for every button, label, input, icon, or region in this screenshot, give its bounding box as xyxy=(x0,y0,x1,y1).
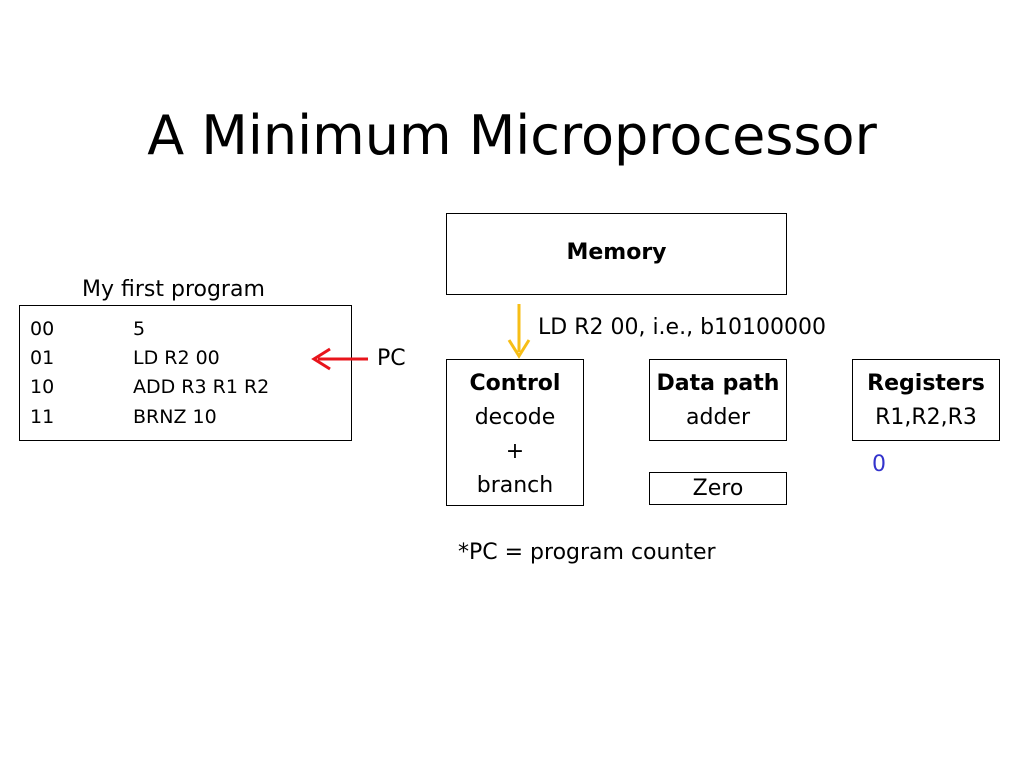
program-instruction: LD R2 00 xyxy=(133,347,220,369)
control-line: + xyxy=(505,439,525,464)
zero-value: 0 xyxy=(872,452,886,477)
program-instruction: ADD R3 R1 R2 xyxy=(133,376,270,398)
program-instruction: 5 xyxy=(133,318,146,340)
program-address: 10 xyxy=(30,376,55,398)
program-address: 01 xyxy=(30,347,55,369)
footnote: *PC = program counter xyxy=(458,540,716,565)
memory-output-label: LD R2 00, i.e., b10100000 xyxy=(538,315,827,340)
control-title: Control xyxy=(469,371,561,396)
program-instruction: BRNZ 10 xyxy=(133,406,217,428)
registers-box: Registers R1,R2,R3 xyxy=(852,359,1000,441)
memory-to-control-arrow xyxy=(507,304,531,359)
memory-label: Memory xyxy=(566,240,667,265)
registers-line: R1,R2,R3 xyxy=(875,405,977,430)
control-box: Control decode + branch xyxy=(446,359,584,506)
pc-arrow xyxy=(311,347,368,371)
pc-label: PC xyxy=(377,346,406,371)
datapath-line: adder xyxy=(686,405,750,430)
slide-title: A Minimum Microprocessor xyxy=(147,104,877,167)
registers-title: Registers xyxy=(867,371,985,396)
zero-flag-label: Zero xyxy=(692,476,744,501)
control-line: branch xyxy=(476,473,554,498)
datapath-title: Data path xyxy=(656,371,780,396)
program-listing: 00 5 01 LD R2 00 10 ADD R3 R1 R2 11 BRNZ… xyxy=(19,305,352,441)
zero-flag-box: Zero xyxy=(649,472,787,505)
memory-box: Memory xyxy=(446,213,787,295)
datapath-box: Data path adder xyxy=(649,359,787,441)
program-label: My first program xyxy=(82,277,265,302)
program-address: 00 xyxy=(30,318,55,340)
program-address: 11 xyxy=(30,406,55,428)
control-line: decode xyxy=(474,405,556,430)
